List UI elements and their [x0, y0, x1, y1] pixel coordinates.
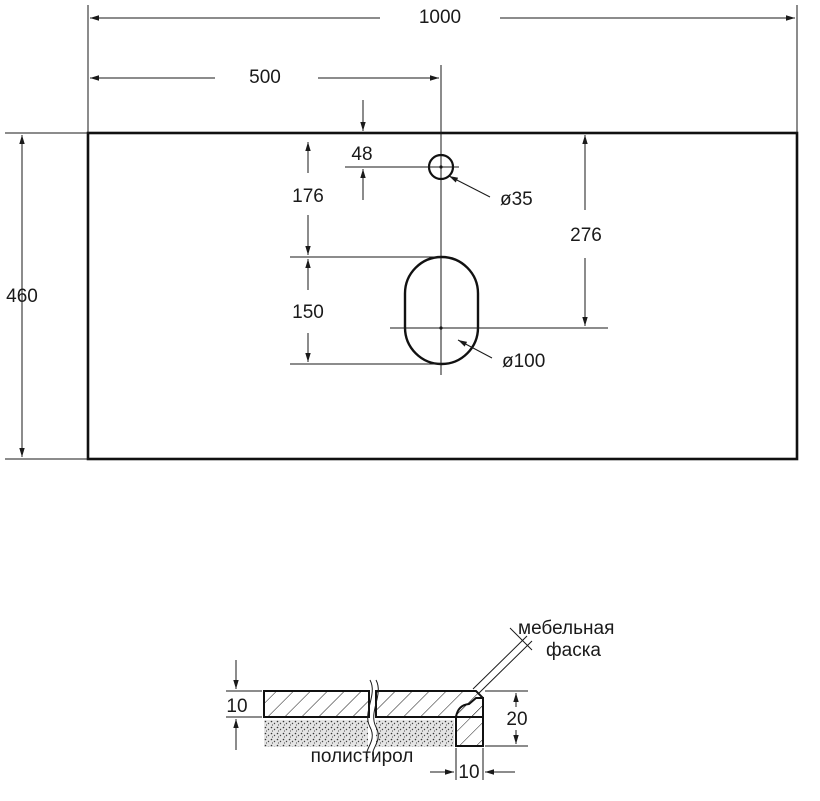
- foam-core-right: [376, 720, 454, 747]
- drain-slot-length-dimension: 150: [292, 259, 324, 362]
- center-offset-dimension: 500: [90, 67, 439, 88]
- depth-label: 460: [6, 286, 38, 307]
- break-line-right: [372, 679, 379, 759]
- plan-view: 1000 500 460 48 ø35: [5, 5, 799, 461]
- tap-hole-diameter-callout: ø35: [448, 175, 533, 210]
- chamfer-callout: мебельная фаска: [472, 618, 614, 695]
- break-line-left: [366, 679, 373, 759]
- tap-hole-offset-label: 48: [351, 144, 372, 165]
- top-layer-hatch: [263, 690, 370, 718]
- core-material-label: полистирол: [311, 746, 414, 767]
- overall-width-dimension: 1000: [87, 5, 798, 133]
- drain-slot-diameter-callout: ø100: [457, 339, 545, 372]
- front-to-drain-dimension: 276: [570, 135, 602, 326]
- center-offset-label: 500: [249, 67, 281, 88]
- tap-hole-offset-dimension: 48: [351, 100, 373, 200]
- depth-dimension: 460: [5, 132, 88, 460]
- top-thickness-label: 10: [226, 696, 247, 717]
- section-view: 10 20 10 полистирол мебельная фаска: [226, 618, 614, 783]
- tap-to-drain-label: 176: [292, 186, 324, 207]
- countertop-outline: [86, 131, 799, 461]
- chamfer-label-line2: фаска: [546, 640, 601, 661]
- tap-to-drain-dimension: 176: [292, 142, 324, 255]
- top-thickness-dimension: 10: [226, 660, 262, 750]
- edge-thickness-dimension: 10: [430, 748, 515, 783]
- overall-width-label: 1000: [419, 7, 461, 28]
- drain-slot: [290, 255, 608, 366]
- tap-hole: [345, 153, 459, 181]
- foam-core-left: [264, 720, 368, 747]
- front-edge-height-label: 20: [506, 709, 527, 730]
- drain-slot-length-label: 150: [292, 302, 324, 323]
- front-edge-height-dimension: 20: [485, 690, 528, 747]
- front-to-drain-label: 276: [570, 225, 602, 246]
- front-edge-strip: [455, 697, 484, 747]
- edge-thickness-label: 10: [458, 762, 479, 783]
- chamfer-label-line1: мебельная: [518, 618, 614, 639]
- drain-slot-diameter-label: ø100: [502, 351, 545, 372]
- tap-hole-diameter-label: ø35: [500, 189, 533, 210]
